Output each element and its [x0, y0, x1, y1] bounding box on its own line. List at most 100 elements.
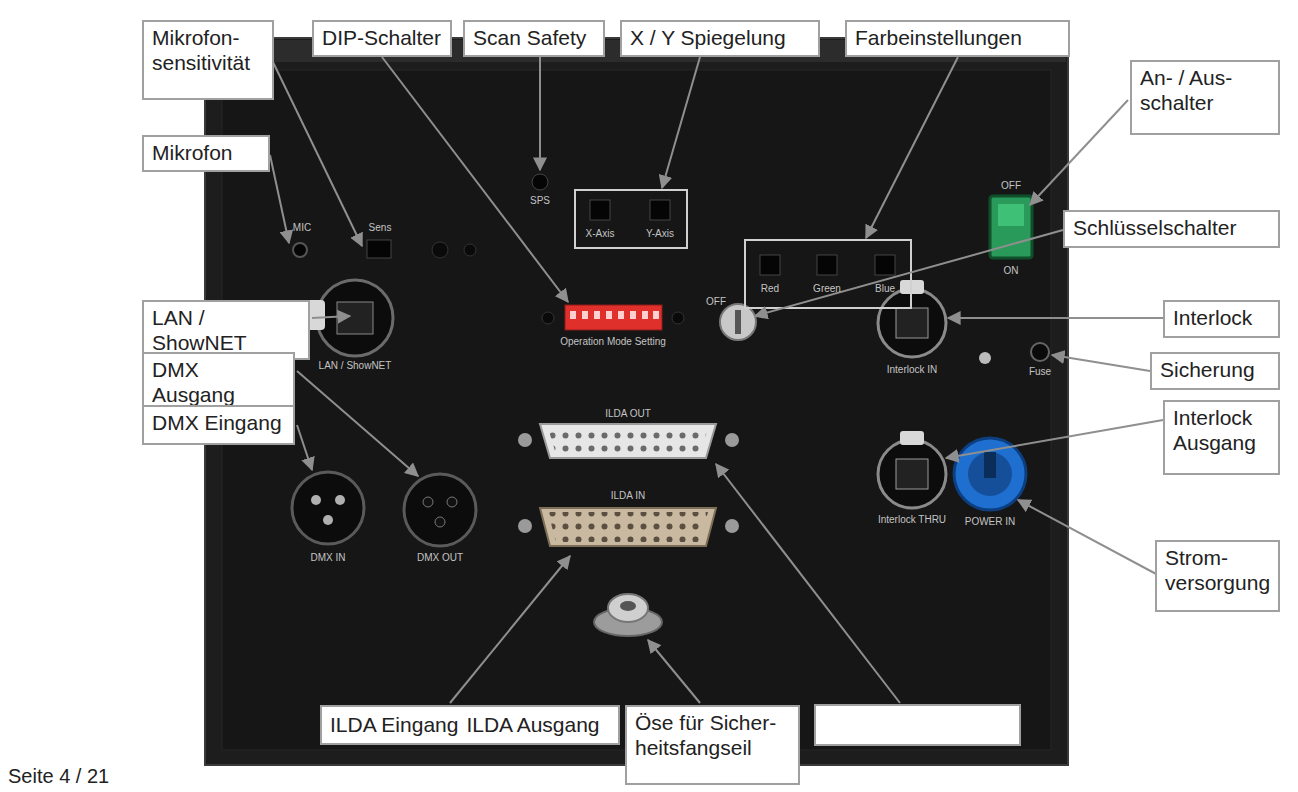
panel-print: ON — [1004, 265, 1019, 277]
panel-print: LAN / ShowNET — [319, 360, 392, 372]
leader-line — [1052, 355, 1150, 371]
callout-text: Öse für Sicher- heitsfangseil — [635, 710, 790, 760]
leader-line — [716, 464, 900, 703]
callout-box: Interlock Ausgang — [1163, 400, 1280, 475]
power-connector — [954, 438, 1026, 510]
panel-print: DMX IN — [311, 552, 346, 564]
panel-hole — [432, 242, 448, 258]
callout-text: Interlock Ausgang — [1173, 405, 1270, 455]
panel-print: Red — [761, 283, 779, 295]
ilda-in-pins — [548, 512, 708, 542]
callout-box: Scan Safety — [463, 20, 605, 57]
callout-box: An- / Aus- schalter — [1130, 60, 1280, 135]
group-bracket — [575, 190, 687, 248]
dip-switch — [565, 305, 662, 330]
panel-print: Interlock IN — [887, 364, 938, 376]
y-axis-button — [650, 200, 670, 220]
leader-line — [866, 57, 958, 238]
x-axis-button — [590, 200, 610, 220]
panel-print: Interlock THRU — [878, 514, 946, 526]
interlock-in-socket — [896, 308, 928, 338]
device-housing — [205, 38, 1068, 765]
dmx-in-connector — [292, 472, 364, 544]
interlock-thru-latch — [900, 431, 924, 445]
callout-box: Strom- versorgung — [1155, 540, 1280, 612]
panel-print: DMX OUT — [417, 552, 463, 564]
leader-line — [1030, 100, 1128, 205]
callout-text: Farbeinstellungen — [855, 25, 1060, 50]
panel-print: Sens — [369, 222, 392, 234]
callout-box: DMX Eingang — [142, 405, 295, 445]
callout-text: DIP-Schalter — [322, 25, 442, 50]
callout-text: Mikrofon — [152, 140, 260, 165]
panel-print: OFF — [1001, 180, 1021, 192]
leader-line — [312, 316, 350, 318]
eye-bolt — [608, 594, 648, 622]
leader-line — [948, 317, 1163, 319]
panel-print: SPS — [530, 195, 550, 207]
panel-print: Green — [813, 283, 841, 295]
red-button — [760, 255, 780, 275]
leader-line — [1018, 500, 1158, 575]
panel-screw — [979, 352, 991, 364]
leader-line — [539, 57, 541, 170]
page-number: Seite 4 / 21 — [8, 764, 109, 788]
panel-print: Blue — [875, 283, 895, 295]
power-connector-key — [984, 452, 996, 478]
connector-screw — [725, 519, 739, 533]
connector-screw — [518, 433, 532, 447]
leader-line — [297, 425, 312, 470]
lan-socket — [337, 302, 373, 334]
leader-line — [662, 57, 700, 188]
callout-text: ILDA Ausgang — [466, 712, 599, 737]
panel-print: ILDA OUT — [605, 408, 651, 420]
dip-levers — [570, 311, 659, 319]
panel-hole — [542, 312, 554, 324]
ilda-out-pins — [548, 428, 708, 454]
callout-box: DIP-Schalter — [312, 20, 452, 57]
callout-box: Schlüsselschalter — [1063, 210, 1280, 248]
callout-text: DMX Ausgang — [152, 357, 285, 407]
leader-line — [450, 556, 570, 703]
callout-text: ILDA Eingang — [330, 712, 458, 737]
callout-box: Mikrofon- sensitivität — [142, 20, 274, 100]
sensitivity-knob — [367, 240, 391, 258]
back-panel — [222, 70, 1051, 750]
ilda-in-connector — [540, 508, 716, 546]
leader-line — [755, 230, 1063, 316]
fuse-holder — [1031, 343, 1049, 361]
leader-line — [648, 640, 700, 703]
power-switch-rocker — [998, 204, 1024, 226]
callout-text: Interlock — [1173, 305, 1270, 330]
leader-line — [270, 155, 289, 243]
callout-text: Strom- versorgung — [1165, 545, 1270, 595]
leader-line — [382, 57, 568, 302]
callout-box: DMX Ausgang — [142, 352, 295, 412]
panel-print: MIC — [293, 222, 311, 234]
interlock-thru-socket — [896, 459, 928, 489]
panel-print: X-Axis — [586, 228, 615, 240]
key-slot — [735, 310, 741, 334]
power-connector-core — [968, 452, 1012, 496]
panel-hole — [464, 244, 476, 256]
callout-text: Scan Safety — [473, 25, 595, 50]
panel-print: ILDA IN — [611, 490, 645, 502]
microphone-hole — [293, 243, 307, 257]
callout-box: Mikrofon — [142, 135, 270, 172]
key-switch — [720, 304, 756, 340]
callout-text: Sicherung — [1160, 357, 1270, 382]
callout-text: Mikrofon- sensitivität — [152, 25, 264, 75]
leader-line — [946, 420, 1163, 458]
blue-button — [875, 255, 895, 275]
callout-text: Schlüsselschalter — [1073, 215, 1270, 240]
panel-print: POWER IN — [965, 516, 1016, 528]
eye-bolt-hole — [620, 601, 636, 611]
empty-callout-box — [815, 705, 1020, 745]
callout-text: X / Y Spiegelung — [630, 25, 810, 50]
panel-print: Operation Mode Setting — [560, 336, 666, 348]
panel-print: OFF — [706, 296, 726, 308]
connector-screw — [725, 433, 739, 447]
callout-box: ILDA Eingang ILDA Ausgang — [320, 705, 620, 745]
group-bracket — [745, 240, 911, 308]
interlock-thru-port — [878, 440, 946, 508]
